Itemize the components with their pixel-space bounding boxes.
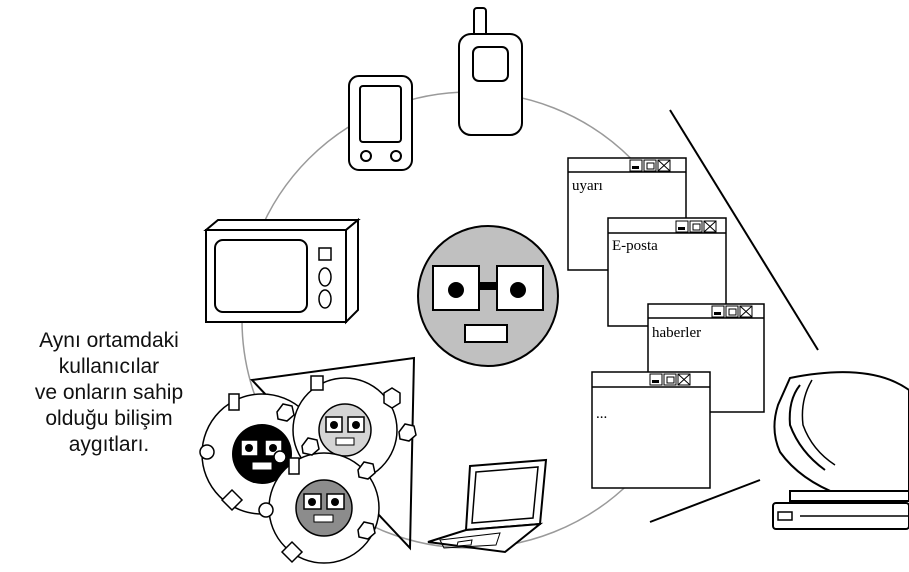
pda-icon	[348, 75, 413, 171]
window-more-title: ...	[596, 406, 607, 422]
caption-line-4: olduğu bilişim	[45, 407, 173, 430]
user-face-grey	[268, 452, 380, 564]
laptop-icon	[427, 458, 548, 554]
microwave-icon	[203, 217, 361, 325]
desktop-computer-icon	[649, 109, 909, 530]
mobile-phone-icon	[458, 7, 523, 136]
caption-line-1: Aynı ortamdaki	[39, 329, 179, 352]
caption-line-2: kullanıcılar	[58, 355, 160, 378]
caption-line-5: aygıtları.	[68, 433, 150, 456]
window-email-title: E-posta	[612, 238, 658, 254]
user-group-caption: Aynı ortamdaki kullanıcılar ve onların s…	[4, 328, 214, 458]
window-more: ...	[591, 371, 711, 489]
user-device-glyphs	[199, 375, 417, 564]
central-user-face	[417, 225, 559, 367]
caption-line-3: ve onların sahip	[34, 381, 184, 404]
window-alert-title: uyarı	[572, 178, 603, 194]
window-news-title: haberler	[652, 325, 701, 341]
